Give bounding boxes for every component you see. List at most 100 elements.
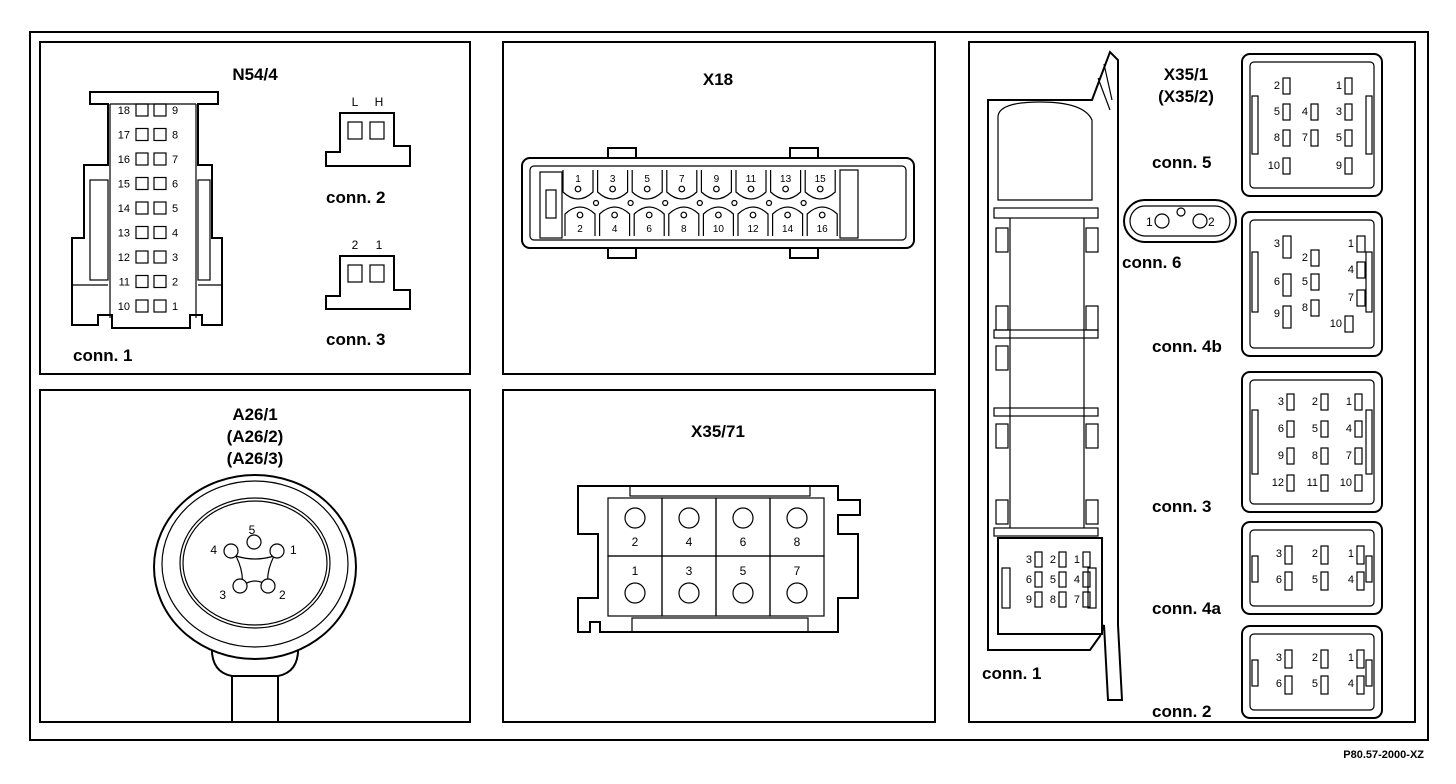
x18-left-key	[539, 171, 563, 239]
x35-1-conn2-pin-label: 2	[1312, 652, 1318, 664]
x35-1-conn4b-slot	[1310, 273, 1320, 291]
figure-code: P80.57-2000-XZ	[1343, 749, 1424, 761]
x35-1-conn5-pin-label: 3	[1336, 106, 1342, 118]
x35-1-conn6-pin-label-2: 2	[1208, 215, 1215, 229]
n54-4-conn1-socket	[153, 250, 167, 264]
x18-bottom-pin	[611, 211, 618, 219]
x35-1-conn3-pin-label: 5	[1312, 423, 1318, 435]
n54-4-conn3-label: conn. 3	[326, 330, 386, 349]
x18-bottom-pin-label: 14	[782, 224, 794, 235]
n54-4-conn1-pin-label: 15	[118, 179, 130, 191]
a26-pin	[269, 543, 285, 559]
x35-1-conn5-pin-label: 9	[1336, 160, 1342, 172]
x35-1-conn4b-slot	[1282, 235, 1292, 259]
x35-1-conn2-slot	[1284, 675, 1293, 695]
x35-1-conn1-pin-label: 3	[1026, 554, 1032, 566]
x35-1-conn3-pin-label: 7	[1346, 450, 1352, 462]
a26-pin-label: 1	[290, 543, 297, 557]
x18-top-cell	[666, 170, 698, 200]
n54-4-conn1-pin-label: 7	[172, 154, 178, 166]
n54-4-conn1-socket	[153, 127, 167, 142]
x35-1-conn6-pin-2	[1192, 213, 1208, 229]
n54-4-conn1-socket	[153, 299, 167, 313]
x35-1-conn5-slot	[1310, 103, 1319, 121]
x18-right-key	[839, 169, 859, 239]
x18-coding-dot	[592, 199, 600, 207]
x35-1-conn5-label: conn. 5	[1152, 153, 1212, 172]
x35-1-conn4b-slot	[1282, 305, 1292, 329]
x35-1-conn5-outline	[1241, 53, 1383, 197]
x35-1-conn1-slot	[1034, 591, 1043, 608]
x35-1-conn2-latch-right	[1365, 659, 1373, 687]
x35-1-conn4b-pin-label: 4	[1348, 264, 1354, 276]
x18-bottom-pin	[680, 211, 688, 219]
x35-1-holder-band-4	[993, 527, 1099, 537]
n54-4-conn3-pin-1	[369, 264, 385, 283]
a26-pin-label: 5	[249, 523, 256, 537]
a26-pin	[260, 578, 276, 594]
x35-1-conn5-slot	[1282, 157, 1291, 175]
x35-1-conn4a-slot	[1320, 571, 1329, 591]
n54-4-conn1-socket	[153, 201, 167, 215]
n54-4-conn1-outline	[71, 91, 223, 329]
x35-1-conn4b-pin-label: 7	[1348, 292, 1354, 304]
x18-bottom-cell	[702, 206, 734, 236]
x35-1-conn4b-slot	[1344, 315, 1354, 333]
x35-1-holder-cap	[997, 101, 1093, 201]
a26-title-line3: (A26/3)	[227, 449, 284, 468]
x35-1-conn1-latch-right	[1087, 567, 1097, 609]
panel-a26-border	[39, 389, 471, 723]
x35-1-conn5-slot	[1344, 129, 1353, 147]
x18-bottom-cell	[668, 206, 700, 236]
x35-1-conn1-pin-label: 9	[1026, 594, 1032, 606]
x35-1-conn4b-slot	[1356, 235, 1366, 253]
x18-bottom-pin	[784, 211, 791, 219]
panel-x18-border	[502, 41, 936, 375]
n54-4-conn2-pin-label-l: L	[352, 95, 359, 109]
x18-bottom-pin-label: 6	[646, 224, 652, 235]
x18-bottom-cell	[599, 206, 631, 236]
x18-coding-dot	[696, 199, 703, 207]
n54-4-conn2-label: conn. 2	[326, 188, 386, 207]
x35-1-conn4a-slot	[1320, 545, 1329, 565]
x35-1-conn2-slot	[1356, 649, 1365, 669]
x35-71-bottom-cell	[769, 555, 825, 617]
x35-71-bottom-pin-label: 3	[686, 564, 693, 578]
a26-plug-face-inner	[182, 500, 328, 626]
x35-1-conn4b-slot	[1356, 289, 1366, 307]
n54-4-conn1-pin-label: 4	[172, 228, 178, 240]
x35-71-bottom-pin	[678, 582, 700, 604]
x18-top-pin	[643, 185, 651, 193]
a26-pin-label: 3	[219, 588, 226, 602]
x35-71-bottom-pin	[624, 582, 646, 604]
x35-1-conn3-slot	[1354, 393, 1363, 411]
x35-71-bottom-pin-label: 7	[794, 564, 801, 578]
x35-1-conn4a-pin-label: 3	[1276, 548, 1282, 560]
x35-1-conn2-pin-label: 6	[1276, 678, 1282, 690]
x35-1-conn4b-pin-label: 2	[1302, 252, 1308, 264]
x35-1-conn4b-pin-label: 1	[1348, 238, 1354, 250]
x18-title: X18	[703, 70, 733, 89]
x18-bottom-cell	[737, 206, 769, 236]
x35-1-conn4b-pin-label: 8	[1302, 302, 1308, 314]
n54-4-title: N54/4	[232, 65, 278, 84]
x35-71-housing	[577, 485, 861, 633]
x35-1-conn4a-latch-left	[1251, 555, 1259, 583]
x35-1-conn3-latch-left	[1251, 409, 1259, 475]
x35-1-conn4b-pin-label: 3	[1274, 238, 1280, 250]
a26-title-line2: (A26/2)	[227, 427, 284, 446]
x35-1-conn6-outline	[1123, 199, 1237, 243]
x18-bottom-cell	[772, 206, 804, 236]
x35-71-top-pin	[786, 507, 808, 529]
x35-1-holder-clip-7	[1085, 305, 1099, 331]
x18-bottom-cell	[633, 206, 665, 236]
